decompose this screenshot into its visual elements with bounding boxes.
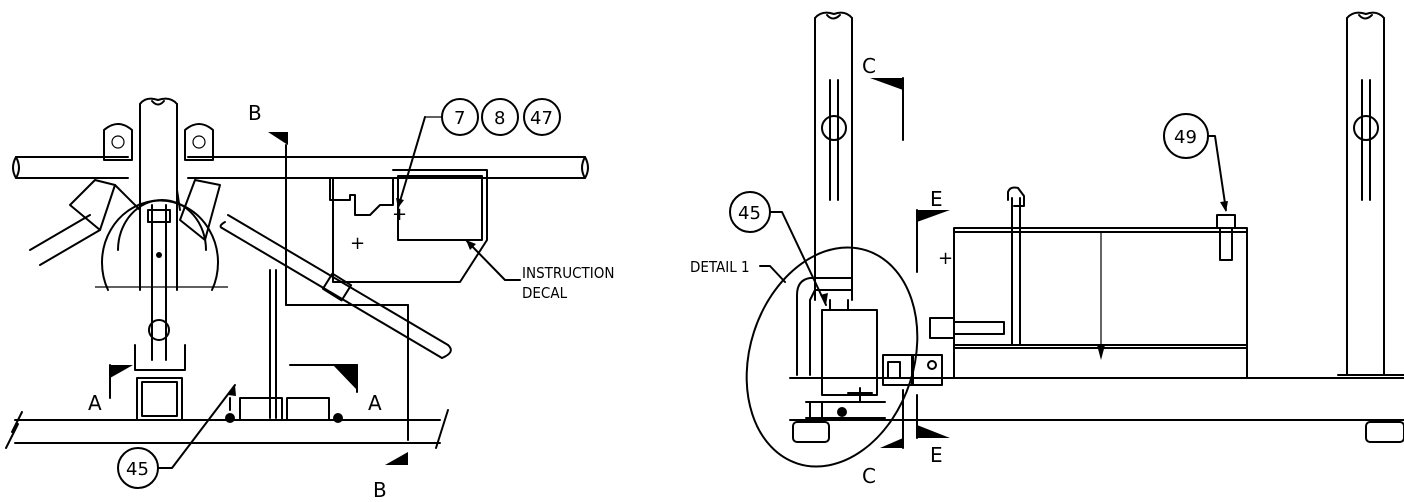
diagonal-handle bbox=[219, 214, 452, 359]
instruction-decal-line2: DECAL bbox=[522, 284, 568, 302]
section-line-e: E E bbox=[916, 187, 950, 467]
section-label-b-bottom: B bbox=[373, 478, 387, 502]
callout-47: 47 bbox=[530, 108, 553, 129]
angled-arms bbox=[29, 179, 221, 266]
section-label-c-top: C bbox=[862, 54, 876, 78]
instruction-decal-leader: INSTRUCTION DECAL bbox=[465, 239, 615, 302]
frame-pipe bbox=[12, 156, 589, 179]
callout-7: 7 bbox=[454, 108, 465, 129]
instruction-decal-line1: INSTRUCTION bbox=[522, 264, 615, 282]
tall-post-right bbox=[1346, 11, 1385, 376]
detail-label-group: DETAIL 1 bbox=[690, 258, 786, 283]
section-label-e-top: E bbox=[930, 187, 943, 211]
section-line-b: B B bbox=[248, 101, 409, 502]
callout-group-7-8-47: 7 8 47 bbox=[396, 98, 561, 209]
section-label-b-top: B bbox=[248, 101, 262, 125]
section-line-a: A A bbox=[88, 364, 382, 415]
callout-49-text: 49 bbox=[1174, 127, 1197, 148]
point-mark: + bbox=[350, 233, 365, 254]
tall-post-left bbox=[814, 11, 853, 301]
pump-body bbox=[95, 199, 228, 421]
vertical-post bbox=[103, 97, 214, 291]
section-label-a-left: A bbox=[88, 391, 102, 415]
left-view: B B + + 7 8 47 bbox=[5, 97, 615, 502]
pump-assembly bbox=[745, 246, 919, 468]
point-mark: + bbox=[392, 204, 407, 225]
right-view: C C E E + bbox=[690, 11, 1404, 488]
section-label-a-right: A bbox=[368, 391, 382, 415]
decal-bracket: + + bbox=[329, 169, 488, 283]
callout-8: 8 bbox=[494, 108, 505, 129]
side-valve bbox=[882, 317, 1005, 386]
section-label-c-bottom: C bbox=[862, 464, 876, 488]
callout-45-left: 45 bbox=[117, 384, 236, 489]
point-mark: + bbox=[938, 248, 953, 269]
detail-label: DETAIL 1 bbox=[690, 258, 750, 276]
callout-49: 49 bbox=[1163, 113, 1228, 212]
base-plate bbox=[217, 269, 346, 423]
fill-tube bbox=[1007, 186, 1025, 346]
tank: + bbox=[938, 214, 1248, 379]
callout-45-bottom: 45 bbox=[126, 459, 149, 480]
callout-45-right: 45 bbox=[729, 191, 828, 306]
section-label-e-bottom: E bbox=[930, 443, 943, 467]
callout-45-right-text: 45 bbox=[738, 203, 761, 224]
